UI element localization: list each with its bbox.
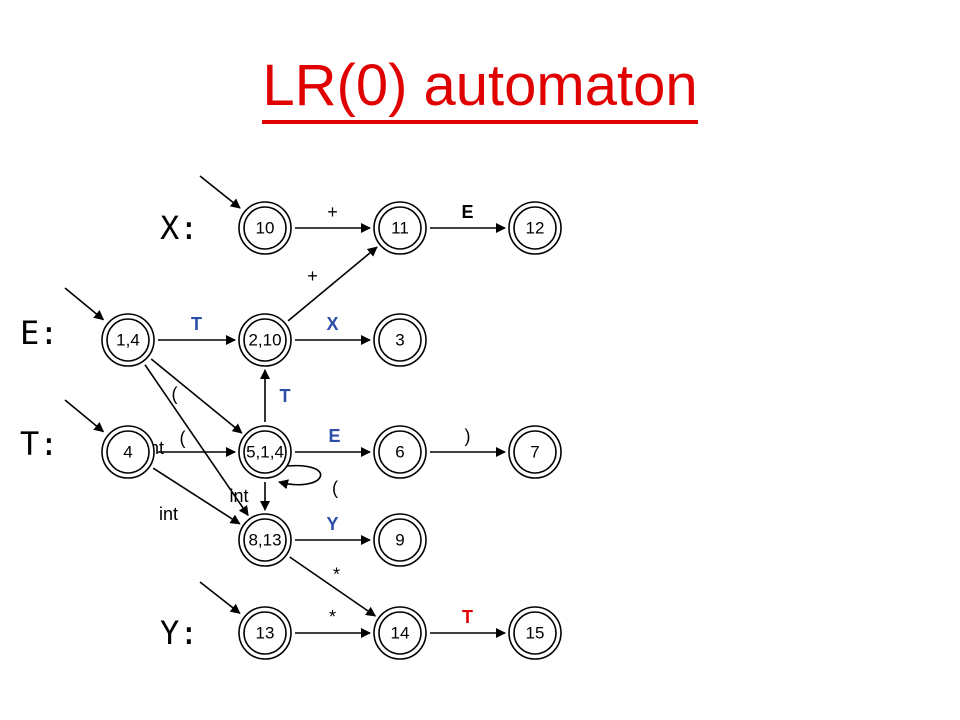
edge-n14a-n514 bbox=[150, 358, 243, 434]
state-node-n4: 4 bbox=[101, 425, 155, 479]
state-inner-ring bbox=[106, 318, 150, 362]
start-arrow-n13 bbox=[199, 581, 241, 614]
state-nodes: 10 11 12 1,4 2,10 3 4 5,1,4 6 7 8,13 9 13 14 15 bbox=[101, 201, 562, 660]
state-label: 2,10 bbox=[248, 331, 281, 350]
group-label-t: T: bbox=[20, 425, 59, 463]
state-node-n15: 15 bbox=[508, 606, 562, 660]
state-label: 1,4 bbox=[116, 331, 140, 350]
state-node-n514: 5,1,4 bbox=[238, 425, 292, 479]
edge-label-n813-n14: * bbox=[333, 565, 340, 585]
edge-label-n13-n14: * bbox=[329, 607, 336, 627]
start-arrow-n4 bbox=[64, 399, 105, 433]
title-text: LR(0) automaton bbox=[262, 53, 698, 124]
edge-label-n14a-n210: T bbox=[191, 314, 202, 334]
state-node-n10: 10 bbox=[238, 201, 292, 255]
state-inner-ring bbox=[378, 430, 422, 474]
state-inner-ring bbox=[378, 611, 422, 655]
state-label: 8,13 bbox=[248, 531, 281, 550]
edge-label-n4-n813: int bbox=[159, 504, 178, 524]
group-label-x: X: bbox=[160, 209, 199, 247]
state-label: 3 bbox=[395, 331, 404, 350]
state-label: 14 bbox=[391, 624, 410, 643]
edge-label-n14-n15: T bbox=[462, 607, 473, 627]
state-label: 9 bbox=[395, 531, 404, 550]
group-label-e: E: bbox=[20, 314, 59, 352]
state-node-n3: 3 bbox=[373, 313, 427, 367]
transition-edges bbox=[144, 223, 506, 638]
edge-n4-n813 bbox=[152, 467, 241, 525]
edge-label-n813-n9: Y bbox=[326, 514, 338, 534]
state-label: 7 bbox=[530, 443, 539, 462]
state-node-n11: 11 bbox=[373, 201, 427, 255]
state-node-n13: 13 bbox=[238, 606, 292, 660]
state-inner-ring bbox=[513, 430, 557, 474]
state-inner-ring bbox=[243, 318, 287, 362]
page-title: LR(0) automaton bbox=[0, 52, 960, 124]
state-inner-ring bbox=[378, 318, 422, 362]
state-node-n210: 2,10 bbox=[238, 313, 292, 367]
state-label: 6 bbox=[395, 443, 404, 462]
state-inner-ring bbox=[513, 611, 557, 655]
state-inner-ring bbox=[243, 518, 287, 562]
state-node-n14: 14 bbox=[373, 606, 427, 660]
state-inner-ring bbox=[243, 206, 287, 250]
state-inner-ring bbox=[243, 430, 287, 474]
edge-label-n4-n514: ( bbox=[180, 428, 186, 448]
edge-n14a-n813 bbox=[144, 364, 249, 517]
edge-label-n210-n3: X bbox=[326, 314, 338, 334]
edge-label-n11-n12: E bbox=[461, 202, 473, 222]
group-labels: X: E: T: Y: bbox=[20, 209, 199, 652]
edge-n210-n11 bbox=[287, 246, 378, 322]
state-node-n14a: 1,4 bbox=[101, 313, 155, 367]
group-label-y: Y: bbox=[160, 614, 199, 652]
edge-label-n10-n11: + bbox=[327, 202, 338, 222]
edge-self-loop bbox=[278, 464, 322, 490]
edge-label-n210-n11: + bbox=[307, 266, 318, 286]
state-label: 12 bbox=[526, 219, 545, 238]
state-label: 10 bbox=[256, 219, 275, 238]
state-label: 5,1,4 bbox=[246, 443, 284, 462]
edge-label-n514-n514: ( bbox=[332, 478, 338, 498]
edge-label-n514-n813: int bbox=[229, 486, 248, 506]
edge-label-n514-n6: E bbox=[328, 426, 340, 446]
edge-label-n514-n210: T bbox=[280, 386, 291, 406]
edge-n813-n14 bbox=[289, 556, 377, 617]
state-inner-ring bbox=[378, 206, 422, 250]
state-inner-ring bbox=[243, 611, 287, 655]
state-node-n813: 8,13 bbox=[238, 513, 292, 567]
state-node-n7: 7 bbox=[508, 425, 562, 479]
state-label: 4 bbox=[123, 443, 132, 462]
state-label: 15 bbox=[526, 624, 545, 643]
state-label: 11 bbox=[391, 219, 409, 238]
edge-label-n6-n7: ) bbox=[465, 426, 471, 446]
state-node-n9: 9 bbox=[373, 513, 427, 567]
state-inner-ring bbox=[106, 430, 150, 474]
state-node-n12: 12 bbox=[508, 201, 562, 255]
start-arrow-n10 bbox=[199, 175, 241, 209]
edge-label-n14a-n514: ( bbox=[172, 384, 178, 404]
state-inner-ring bbox=[513, 206, 557, 250]
state-node-n6: 6 bbox=[373, 425, 427, 479]
start-arrow-n14a bbox=[64, 287, 105, 321]
state-inner-ring bbox=[378, 518, 422, 562]
start-arrows bbox=[64, 175, 241, 614]
state-label: 13 bbox=[256, 624, 275, 643]
